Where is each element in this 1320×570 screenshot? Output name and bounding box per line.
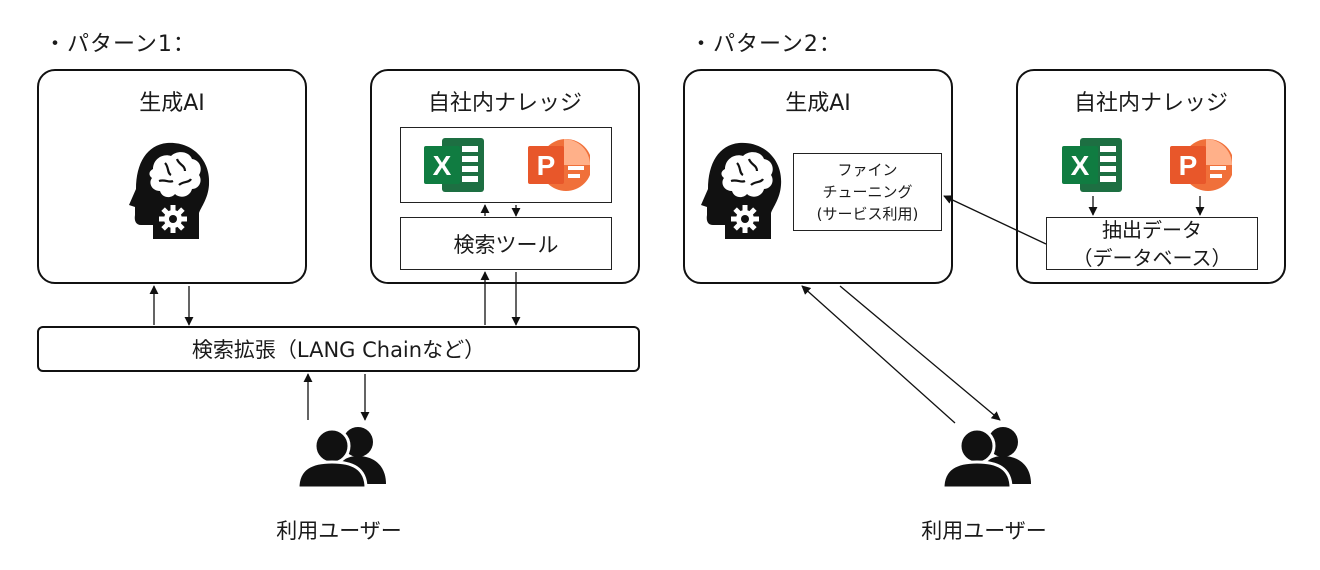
finetuning-line-3: (サービス利用) <box>816 205 919 223</box>
pattern2-knowledge-title: 自社内ナレッジ <box>1073 91 1228 116</box>
excel-icon: X <box>1060 136 1124 194</box>
brain-gear-head-icon <box>699 141 791 241</box>
users-icon <box>939 424 1033 490</box>
excel-letter: X <box>433 150 452 181</box>
pattern1-ai-panel: 生成AI <box>37 69 307 284</box>
pattern1-ai-title: 生成AI <box>139 91 205 116</box>
extracted-data-line-1: 抽出データ <box>1102 217 1202 242</box>
finetuning-box: ファイン チューニング (サービス利用) <box>793 153 942 231</box>
extracted-data-box: 抽出データ （データベース） <box>1046 217 1258 270</box>
arrow-users-to-ai <box>801 285 956 424</box>
users-icon <box>294 424 388 490</box>
extracted-data-line-2: （データベース） <box>1072 245 1232 270</box>
brain-gear-head-icon <box>127 141 219 241</box>
excel-letter: X <box>1071 150 1090 181</box>
pattern1-knowledge-title: 自社内ナレッジ <box>427 91 582 116</box>
arrow-extract-to-finetuning <box>943 195 1047 245</box>
search-tool-box: 検索ツール <box>400 217 612 270</box>
pattern1-users-label: 利用ユーザー <box>276 519 402 543</box>
finetuning-line-1: ファイン <box>837 161 898 179</box>
powerpoint-icon: P <box>1168 136 1232 194</box>
arrow-ai-to-users <box>839 285 1001 421</box>
search-augmentation-bar: 検索拡張（LANG Chainなど） <box>37 326 640 372</box>
powerpoint-icon: P <box>526 136 590 194</box>
pattern2-heading: ・パターン2： <box>690 32 842 57</box>
powerpoint-letter: P <box>1179 150 1198 181</box>
powerpoint-letter: P <box>537 150 556 181</box>
pattern1-heading: ・パターン1： <box>44 32 196 57</box>
pattern2-ai-title: 生成AI <box>785 91 851 116</box>
finetuning-line-2: チューニング <box>822 183 913 201</box>
pattern2-users-label: 利用ユーザー <box>921 519 1047 543</box>
excel-icon: X <box>422 136 486 194</box>
pattern1-files-box: X P <box>400 127 612 203</box>
